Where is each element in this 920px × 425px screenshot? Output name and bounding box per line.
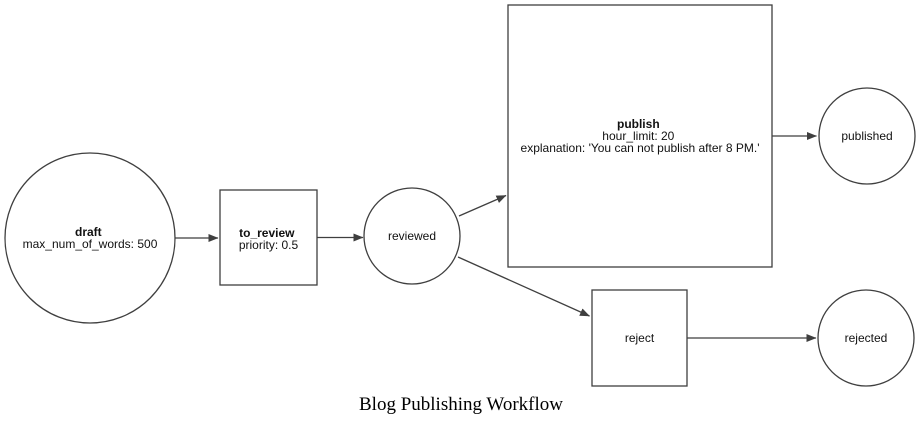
node-to-review: to_review priority: 0.5 [219,189,318,286]
publish-box [507,4,773,268]
reviewed-label: reviewed [388,229,436,243]
publish-name-text: publish [617,117,660,131]
node-draft: draft max_num_of_words: 500 [4,152,176,324]
draft-label: draft max_num_of_words: 500 [23,225,158,251]
node-reject: reject [591,289,688,387]
to-review-box [219,189,318,286]
draft-name-text: draft [75,225,102,239]
edge-reviewed-reject [457,256,590,317]
publish-explanation-text: explanation: 'You can not publish after … [521,141,760,155]
edge-reviewed-publish [458,194,507,217]
reject-box [591,289,688,387]
publish-label: publish hour_limit: 20 explanation: 'You… [521,117,760,155]
node-publish: publish hour_limit: 20 explanation: 'You… [507,4,773,268]
published-label: published [841,129,892,143]
publish-hour-limit-text: hour_limit: 20 [602,129,674,143]
to-review-attrs-text: priority: 0.5 [239,238,299,252]
to-review-label: to_review priority: 0.5 [239,226,299,252]
diagram-title: Blog Publishing Workflow [359,394,563,415]
node-rejected: rejected [817,289,915,387]
node-reviewed: reviewed [363,187,461,285]
to-review-name-text: to_review [239,226,295,240]
reject-label: reject [625,331,655,345]
reviewed-circle [363,187,461,285]
published-circle [818,87,916,185]
rejected-label: rejected [845,331,888,345]
draft-circle [4,152,176,324]
draft-attrs-text: max_num_of_words: 500 [23,237,158,251]
node-published: published [818,87,916,185]
rejected-circle [817,289,915,387]
